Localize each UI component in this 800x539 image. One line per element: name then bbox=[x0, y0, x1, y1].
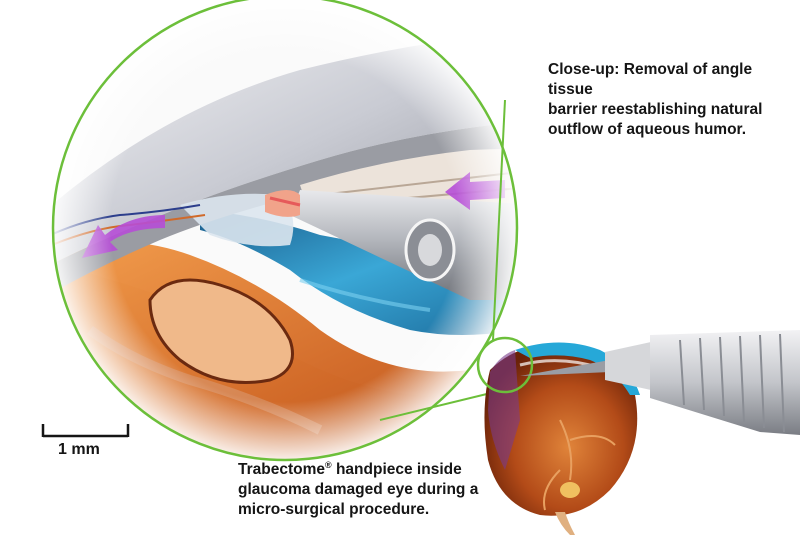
connector-line-top bbox=[492, 99, 506, 341]
scale-bar-label: 1 mm bbox=[58, 441, 100, 458]
eye-caption-rest: handpiece inside glaucoma damaged eye du… bbox=[238, 461, 479, 518]
trabectome-handpiece bbox=[520, 330, 800, 435]
eye-caption-prefix: Trabectome bbox=[238, 461, 326, 478]
closeup-caption: Close-up: Removal of angle tissue barrie… bbox=[548, 61, 763, 138]
connector-line-bottom bbox=[379, 391, 496, 421]
registered-mark: ® bbox=[325, 460, 332, 470]
closeup-circle-outline bbox=[51, 0, 519, 462]
eye-caption: Trabectome® handpiece inside glaucoma da… bbox=[238, 455, 488, 520]
closeup-circle bbox=[53, 0, 517, 460]
scale-bar-graphic bbox=[41, 424, 130, 438]
magnify-circle bbox=[476, 336, 534, 394]
